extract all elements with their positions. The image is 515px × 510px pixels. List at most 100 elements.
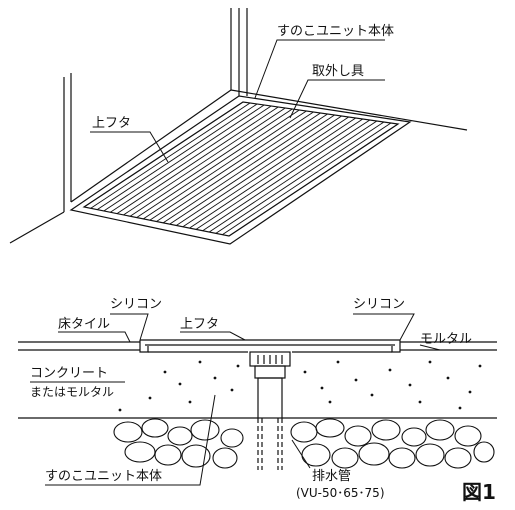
sunoko-unit-frame bbox=[69, 95, 412, 245]
label-top-lid-section: 上フタ bbox=[180, 317, 219, 332]
gravel-stone bbox=[124, 441, 156, 463]
gravel-stone bbox=[415, 443, 445, 467]
aggregate-dot bbox=[478, 364, 482, 368]
gravel-stone bbox=[290, 421, 318, 443]
aggregate-dot bbox=[236, 364, 240, 368]
slat-line bbox=[96, 103, 258, 211]
slat-line bbox=[169, 114, 335, 225]
aggregate-dot bbox=[188, 400, 192, 404]
aggregate-dot bbox=[354, 378, 358, 382]
aggregate-dot bbox=[320, 386, 324, 390]
aggregate-dot bbox=[148, 396, 152, 400]
aggregate-dot bbox=[178, 382, 182, 386]
gravel-stone bbox=[220, 428, 244, 448]
gravel-stone bbox=[473, 441, 495, 463]
slat-line bbox=[149, 111, 314, 221]
gravel-stone bbox=[331, 447, 359, 469]
floor-back-edge bbox=[230, 89, 468, 131]
slat-line bbox=[103, 104, 265, 212]
slat-line bbox=[222, 122, 392, 236]
aggregate-dot bbox=[213, 376, 217, 380]
aggregate-dot bbox=[418, 400, 422, 404]
unit-body-left-wall bbox=[139, 340, 149, 353]
aggregate-dot bbox=[328, 400, 332, 404]
label-mortar: モルタル bbox=[420, 332, 472, 347]
aggregate-dot bbox=[428, 360, 432, 364]
gravel-bed bbox=[113, 418, 495, 469]
gravel-stone bbox=[154, 444, 182, 466]
label-silicone-left: シリコン bbox=[110, 297, 162, 312]
slat-line bbox=[129, 108, 293, 217]
gravel-stone bbox=[113, 421, 143, 443]
gravel-stone bbox=[358, 442, 390, 466]
slats bbox=[83, 101, 399, 237]
aggregate-dot bbox=[408, 383, 412, 387]
gravel-stone bbox=[388, 447, 416, 469]
figure-label: 図1 bbox=[462, 480, 496, 504]
aggregate-dot bbox=[163, 370, 167, 374]
slat-line bbox=[215, 121, 385, 234]
label-floor-tile: 床タイル bbox=[58, 317, 110, 332]
concrete-aggregate bbox=[118, 360, 482, 412]
label-unit-body-section: すのこユニット本体 bbox=[45, 469, 162, 484]
slat-line bbox=[90, 102, 251, 209]
slat-line bbox=[228, 123, 399, 237]
slat-line bbox=[208, 120, 378, 233]
slat-line bbox=[162, 113, 328, 224]
aggregate-dot bbox=[198, 360, 202, 364]
label-concrete: コンクリート bbox=[30, 366, 108, 381]
label-drain-pipe: 排水管 bbox=[312, 469, 351, 484]
aggregate-dot bbox=[336, 360, 340, 364]
aggregate-dot bbox=[370, 393, 374, 397]
gravel-stone bbox=[190, 419, 220, 441]
floor-back-edge bbox=[70, 89, 232, 203]
leader-removal-tool bbox=[289, 79, 385, 119]
gravel-stone bbox=[212, 447, 238, 469]
label-silicone-right: シリコン bbox=[353, 297, 405, 312]
slat-line bbox=[182, 116, 349, 228]
slat-line bbox=[195, 118, 364, 230]
slat-line bbox=[176, 115, 342, 226]
aggregate-dot bbox=[468, 390, 472, 394]
section-view bbox=[18, 339, 497, 470]
unit-body-right-wall bbox=[391, 340, 401, 353]
gravel-stone bbox=[371, 419, 401, 441]
leader-drain-pipe bbox=[291, 439, 311, 469]
label-removal-tool: 取外し具 bbox=[312, 64, 364, 79]
aggregate-dot bbox=[303, 370, 307, 374]
slat-line bbox=[143, 110, 307, 220]
slat-line bbox=[189, 117, 356, 229]
leader-mortar bbox=[419, 344, 487, 351]
label-or-mortar: またはモルタル bbox=[30, 385, 114, 399]
gravel-stone bbox=[444, 447, 472, 469]
gravel-stone bbox=[454, 425, 482, 447]
slat-line bbox=[202, 119, 371, 232]
aggregate-dot bbox=[118, 408, 122, 412]
drain-trap-body bbox=[254, 365, 286, 379]
aggregate-dot bbox=[230, 388, 234, 392]
label-top-lid-top: 上フタ bbox=[92, 116, 131, 131]
floor-left-edge bbox=[9, 211, 65, 244]
top-isometric-view bbox=[9, 8, 468, 245]
gravel-stone bbox=[401, 427, 427, 447]
leader-silicone-left bbox=[110, 313, 149, 341]
gravel-stone bbox=[181, 444, 211, 468]
leader-unit-body bbox=[254, 39, 385, 99]
aggregate-dot bbox=[388, 368, 392, 372]
label-drain-pipe-spec: (VU-50･65･75) bbox=[296, 486, 385, 500]
gravel-stone bbox=[141, 418, 169, 438]
drain-trap-body bbox=[257, 377, 283, 419]
label-unit-body-top: すのこユニット本体 bbox=[277, 24, 394, 39]
slat-line bbox=[116, 106, 279, 214]
leader-unit-body-section bbox=[45, 394, 216, 486]
gravel-stone bbox=[344, 425, 372, 447]
gravel-stone bbox=[167, 426, 193, 446]
leader-silicone-right bbox=[353, 313, 415, 341]
gravel-stone bbox=[315, 418, 345, 438]
leader-top-lid-section bbox=[180, 331, 246, 341]
aggregate-dot bbox=[458, 406, 462, 410]
aggregate-dot bbox=[446, 376, 450, 380]
slat-line bbox=[110, 105, 272, 213]
slat-line bbox=[123, 107, 286, 216]
